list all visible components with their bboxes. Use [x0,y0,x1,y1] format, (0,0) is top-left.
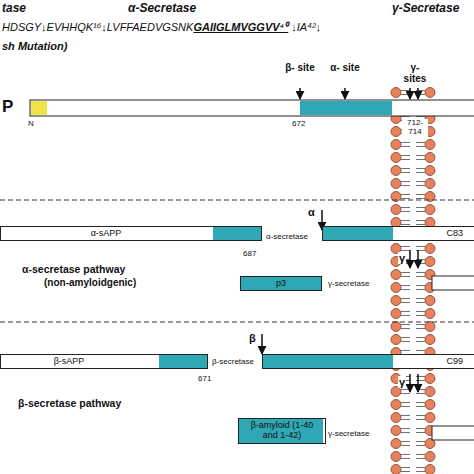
node-text: α-sAPP [91,229,122,239]
gamma-cleavage-arrow [409,250,411,268]
beta-cleavage-arrow [261,334,263,354]
fragment-bar: C99 [262,354,474,369]
site-label: β- site [285,62,315,73]
gamma-cleavage-arrow [409,374,411,392]
heading-text: γ-Secretase [392,2,459,15]
enzyme-symbol: γ [398,252,406,264]
sequence-text: GAIIGLMVGGVV⁴⁰ [193,21,288,33]
residue-number: 671 [198,375,211,384]
aicd-fragment [432,426,474,440]
gamma-site-arrow [417,88,419,99]
peptide-box: p3 [240,276,322,291]
site-label: γ- sites [397,62,433,84]
protein-name: P [2,98,13,117]
enzyme-symbol: γ [398,376,406,388]
node-text: C99 [446,357,463,367]
enzyme-symbol: β [249,332,256,344]
pathway-title: β-secretase pathway [18,398,121,410]
residue-number: 687 [243,250,256,259]
residue-number: 712- 714 [402,119,428,137]
sequence-text: ↓IA⁴²↓ [291,21,321,33]
pathway-title: α-secretase pathway [22,264,125,276]
abeta-domain [300,101,392,115]
app-bar [30,100,474,116]
beta-site-arrow [299,88,301,99]
enzyme-label: γ-secretase [328,280,369,289]
note-text: sh Mutation) [2,40,67,52]
gamma-cleavage-arrow [417,374,419,392]
pathway-subtitle: (non-amyloidgenic) [44,277,136,288]
separator [0,200,474,201]
heading-text: α-Secretase [128,2,196,15]
fragment-bar: C83 [322,226,474,241]
sequence-line: HDSGY↓EVHHQK¹⁶↓LVFFAEDVGSNKGAIIGLMVGGVV⁴… [2,19,321,34]
separator [0,322,474,323]
node-text: β-amyloid (1-40 and 1-42) [242,421,322,441]
alpha-site-arrow [344,88,346,99]
fragment-bar: α-sAPP [0,226,262,241]
enzyme-symbol: α [308,206,315,218]
enzyme-label: β-secretase [212,358,254,367]
gamma-cleavage-arrow [417,250,419,268]
sequence-text: HDSGY↓EVHHQK¹⁶↓LVFFAEDVGSNK [2,21,193,33]
fragment-bar: β-sAPP [0,354,208,369]
residue-number: 672 [292,120,305,129]
signal-peptide [31,101,47,115]
terminus-label: N [28,120,34,129]
lipid-bilayer [390,86,436,474]
heading-text: tase [2,2,26,15]
node-text: p3 [276,279,286,289]
aicd-fragment [432,276,474,290]
node-text: C83 [446,229,463,239]
peptide-box: β-amyloid (1-40 and 1-42) [238,418,326,444]
gamma-site-arrow [409,88,411,99]
site-label: α- site [330,62,360,73]
node-text: β-sAPP [54,357,85,367]
enzyme-label: γ-secretase [328,430,369,439]
enzyme-label: α-secretase [266,233,308,242]
